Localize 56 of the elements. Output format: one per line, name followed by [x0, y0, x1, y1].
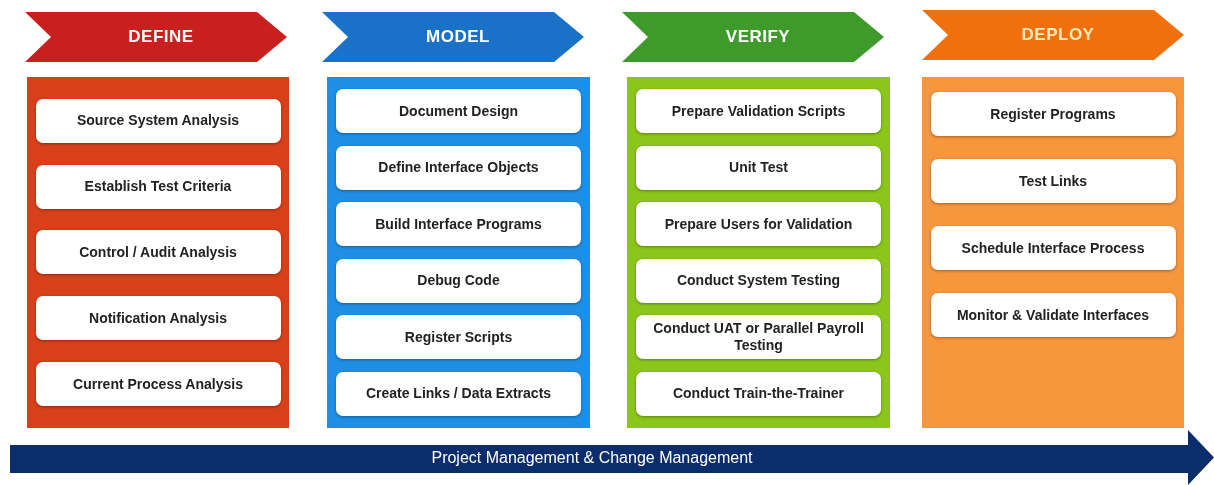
- timeline-arrow: [10, 430, 1214, 485]
- arrow-label: Project Management & Change Management: [431, 448, 754, 467]
- task-label: Build Interface Programs: [375, 215, 542, 233]
- task-label: Document Design: [399, 102, 518, 120]
- task-box: [35, 362, 281, 407]
- task-label: Register Scripts: [404, 328, 513, 346]
- task-label: Schedule Interface Process: [961, 239, 1145, 257]
- task-label: Create Links / Data Extracts: [365, 385, 552, 403]
- task-box: [336, 89, 581, 134]
- task-label: Prepare Users for Validation: [664, 215, 853, 233]
- phase-panel: [327, 77, 590, 428]
- chevron-banner: [922, 10, 1184, 60]
- task-box: [636, 371, 881, 416]
- task-box: [35, 230, 281, 275]
- task-box: [35, 296, 281, 341]
- task-box: [636, 202, 881, 247]
- phase-title: VERIFY: [724, 27, 791, 47]
- task-label: Establish Test Criteria: [84, 178, 232, 196]
- task-label: Register Programs: [990, 105, 1116, 123]
- task-box: [35, 98, 281, 143]
- task-box: [930, 159, 1176, 203]
- task-label: Conduct System Testing: [676, 272, 841, 290]
- task-label: Source System Analysis: [76, 112, 240, 130]
- task-box: [636, 315, 881, 360]
- phase-title: DEPLOY: [1020, 25, 1095, 45]
- task-box: [336, 258, 581, 303]
- task-label: Conduct Train-the-Trainer: [672, 385, 845, 403]
- task-label: Current Process Analysis: [73, 375, 243, 393]
- phase-panel: [922, 77, 1184, 428]
- task-box: [930, 226, 1176, 270]
- task-box: [336, 315, 581, 360]
- task-label: Conduct UAT or Parallel Payroll Testing: [652, 320, 865, 355]
- task-box: [336, 145, 581, 190]
- phase-panel: [627, 77, 890, 428]
- chevron-banner: [322, 12, 584, 62]
- task-label: Control / Audit Analysis: [79, 244, 237, 261]
- task-label: Prepare Validation Scripts: [671, 102, 846, 120]
- task-box: [636, 89, 881, 134]
- phase-panel: [27, 77, 289, 428]
- task-label: Notification Analysis: [89, 309, 227, 327]
- chevron-banner: [25, 12, 287, 62]
- task-box: [930, 293, 1176, 337]
- phase-title: MODEL: [425, 27, 490, 47]
- task-label: Test Links: [1018, 172, 1088, 190]
- task-label: Monitor & Validate Interfaces: [956, 306, 1150, 324]
- task-box: [636, 258, 881, 303]
- task-box: [336, 202, 581, 247]
- task-box: [35, 164, 281, 209]
- task-label: Define Interface Objects: [378, 159, 539, 177]
- task-box: [636, 145, 881, 190]
- chevron-banner: [622, 12, 884, 62]
- task-box: [336, 371, 581, 416]
- task-label: Debug Code: [417, 272, 500, 290]
- task-label: Unit Test: [729, 159, 788, 177]
- task-box: [930, 92, 1176, 136]
- phase-title: DEFINE: [127, 27, 194, 47]
